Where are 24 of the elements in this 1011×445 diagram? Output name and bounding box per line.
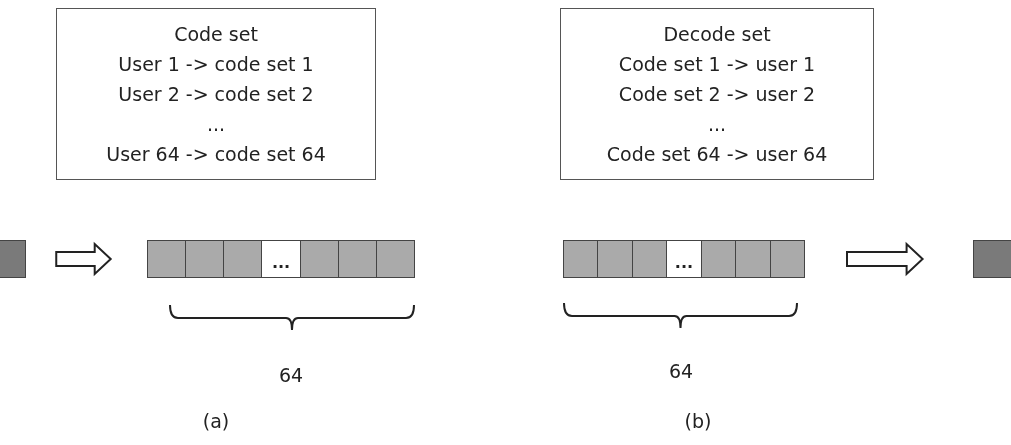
length-label: 64 <box>278 364 304 386</box>
mapping-text: User 2 -> code set 2 <box>118 82 314 107</box>
block-arrow <box>846 241 925 277</box>
code-sequence-bar <box>147 240 415 278</box>
mapping-text: ... <box>707 112 727 137</box>
code-sequence-bar <box>563 240 805 278</box>
length-label: 64 <box>668 360 694 382</box>
mapping-text: User 1 -> code set 1 <box>118 52 314 77</box>
table-heading: Decode set <box>663 22 771 47</box>
ellipsis-slot: ... <box>262 241 301 277</box>
mapping-text: Code set 1 -> user 1 <box>618 52 816 77</box>
mapping-text: User 64 -> code set 64 <box>106 142 326 167</box>
data-block <box>973 240 1011 278</box>
ellipsis-slot: ... <box>667 241 702 277</box>
block-arrow <box>55 241 113 277</box>
data-block <box>0 240 26 278</box>
mapping-text: ... <box>206 112 226 137</box>
mapping-text: Code set 64 -> user 64 <box>606 142 828 167</box>
table-heading: Code set <box>174 22 258 47</box>
decode-table-box <box>560 8 874 180</box>
code-table-box <box>56 8 376 180</box>
mapping-text: Code set 2 -> user 2 <box>618 82 816 107</box>
panel-label: (a) <box>202 410 230 432</box>
panel-label: (b) <box>684 410 712 432</box>
